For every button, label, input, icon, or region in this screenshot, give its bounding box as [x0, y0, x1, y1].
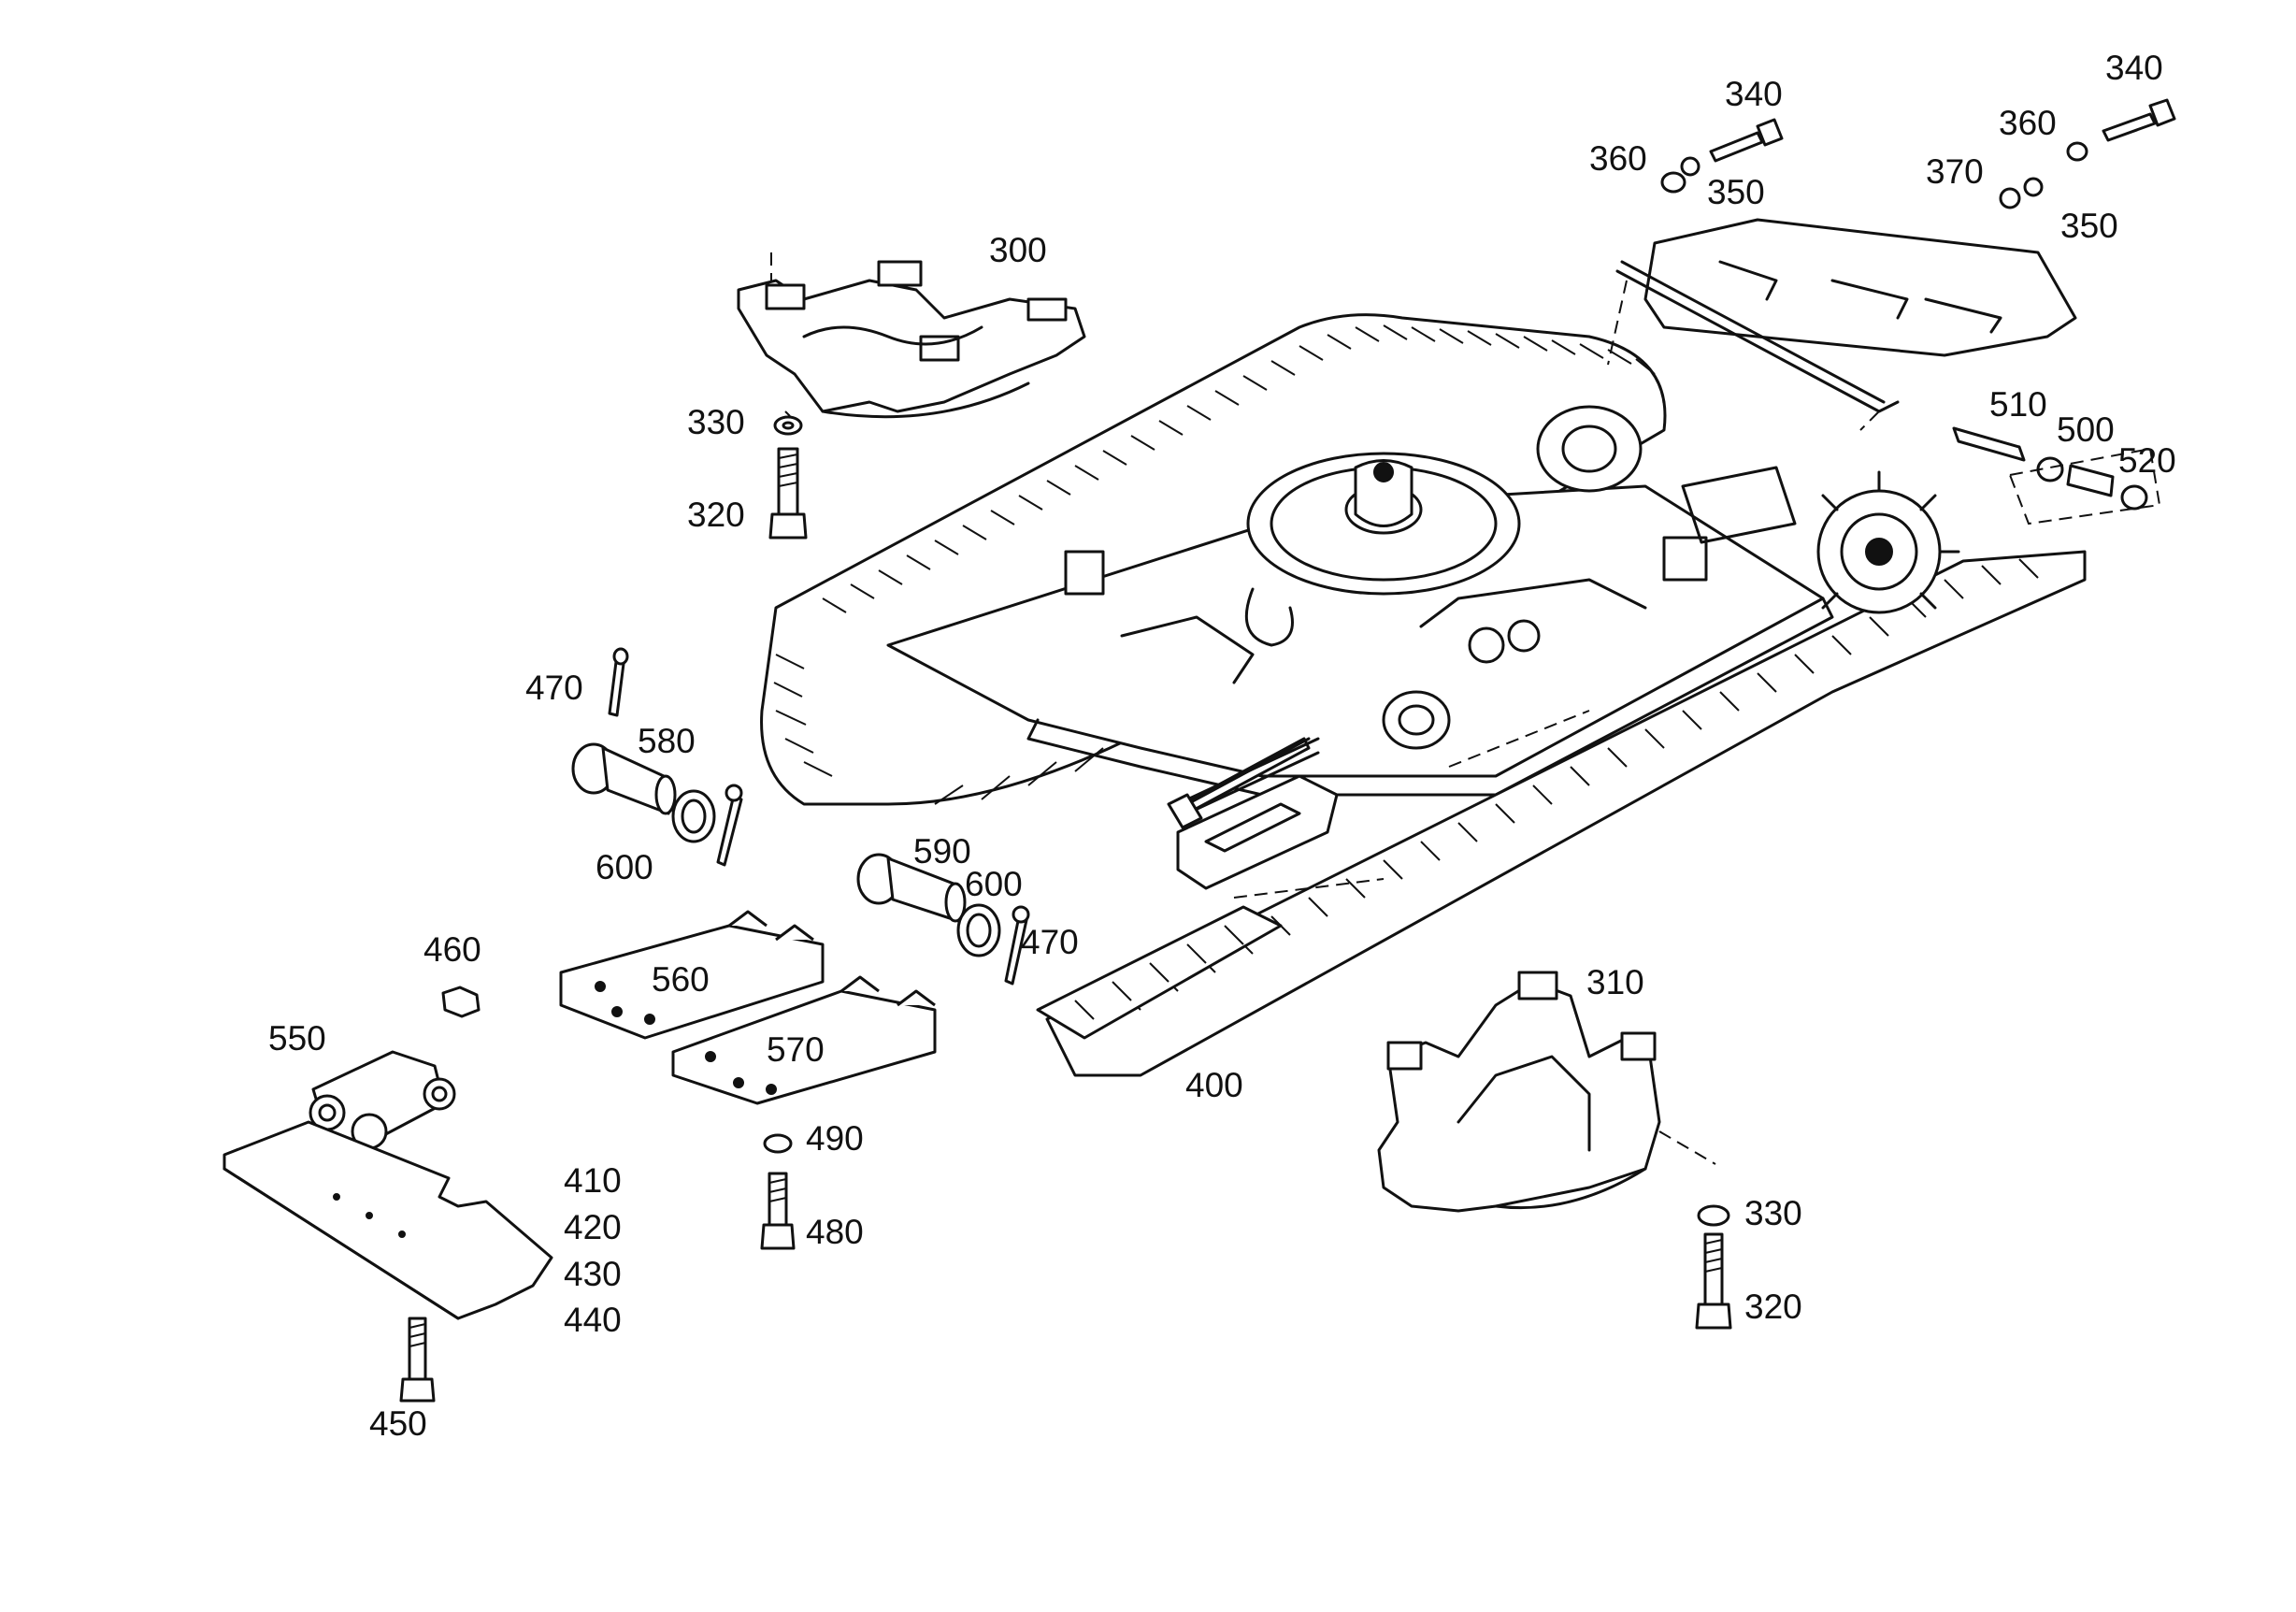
track-shoe-410	[222, 1120, 553, 1320]
callout-350-left: 350	[1707, 173, 1765, 211]
callout-590: 590	[913, 832, 971, 871]
callout-330-top: 330	[687, 403, 745, 441]
callout-580: 580	[638, 722, 696, 760]
bolt-480	[760, 1133, 796, 1250]
pin-590	[856, 853, 1030, 986]
callout-360-left: 360	[1589, 139, 1647, 178]
bolt-340-right	[1999, 98, 2176, 209]
callout-320-bottom: 320	[1744, 1288, 1802, 1326]
cover-plate-350	[1607, 218, 2077, 431]
callout-550: 550	[268, 1019, 326, 1058]
bolt-450	[399, 1317, 436, 1403]
callout-440: 440	[564, 1301, 622, 1339]
callout-450: 450	[369, 1404, 427, 1443]
callout-490: 490	[806, 1119, 864, 1158]
callout-340-right: 340	[2105, 49, 2163, 87]
callout-500: 500	[2057, 410, 2115, 449]
callout-600-mid: 600	[965, 865, 1023, 903]
callout-labels: 300 310 320 320 330 330 340 340 350 350 …	[268, 49, 2176, 1443]
callout-470-top: 470	[525, 669, 583, 707]
bolt-340-left	[1660, 118, 1784, 194]
callout-310: 310	[1586, 963, 1644, 1001]
callout-300: 300	[989, 231, 1047, 269]
callout-420: 420	[564, 1208, 622, 1246]
callout-470-mid: 470	[1021, 923, 1079, 961]
callout-600-left: 600	[596, 848, 653, 886]
plate-570	[671, 975, 937, 1105]
bracket-300	[737, 252, 1086, 419]
bolt-320-top	[768, 415, 808, 540]
callout-460: 460	[423, 930, 481, 969]
callout-340-left: 340	[1725, 75, 1783, 113]
cotter-pin-470-top	[608, 647, 629, 717]
nut-460	[441, 986, 481, 1018]
callout-360-right: 360	[1999, 104, 2057, 142]
callout-370: 370	[1926, 152, 1984, 191]
plate-560	[559, 910, 825, 1040]
pin-assembly-500	[1952, 426, 2161, 525]
bracket-310	[1377, 971, 1716, 1213]
callout-510: 510	[1989, 385, 2047, 424]
callout-330-bottom: 330	[1744, 1194, 1802, 1232]
callout-570: 570	[767, 1030, 825, 1069]
callout-410: 410	[564, 1161, 622, 1200]
callout-400: 400	[1185, 1066, 1243, 1104]
callout-480: 480	[806, 1213, 864, 1251]
pin-580	[571, 742, 743, 867]
callout-560: 560	[652, 960, 710, 999]
undercarriage-assembly	[760, 313, 2087, 1077]
bolt-320-bottom	[1695, 1204, 1732, 1330]
callout-430: 430	[564, 1255, 622, 1293]
callout-320-top: 320	[687, 496, 745, 534]
callout-350-right: 350	[2060, 207, 2118, 245]
callout-520: 520	[2118, 441, 2176, 480]
